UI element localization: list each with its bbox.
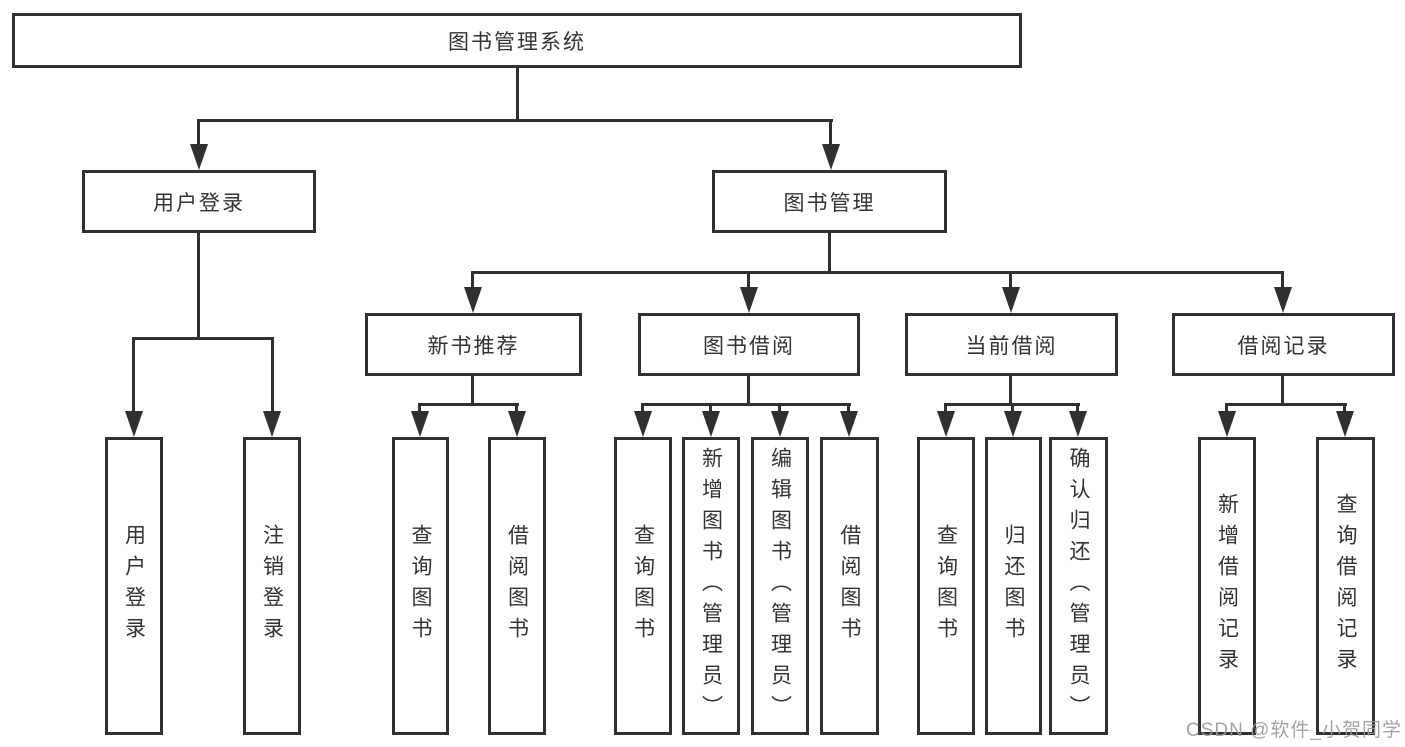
connector-vline (471, 376, 474, 406)
node-borrowing-records: 借阅记录 (1172, 313, 1395, 376)
leaf-query-books-current: 查询图书 (917, 437, 975, 735)
arrow-down-icon (411, 411, 429, 437)
connector-vline (1009, 376, 1012, 406)
leaf-add-books-admin: 新增图书（管理员） (682, 437, 740, 735)
leaf-label: 借阅图书 (505, 524, 529, 648)
node-label: 图书管理 (783, 191, 876, 215)
node-label: 用户登录 (153, 191, 245, 215)
leaf-borrow-books-recommend: 借阅图书 (488, 437, 546, 735)
arrow-down-icon (634, 411, 652, 437)
connector-hline (471, 271, 1284, 274)
arrow-down-icon (702, 411, 720, 437)
leaf-label: 归还图书 (1002, 524, 1025, 648)
connector-vline (197, 119, 200, 147)
leaf-label: 编辑图书（管理员） (768, 446, 792, 726)
connector-vline (197, 233, 200, 340)
connector-vline (1343, 403, 1346, 413)
leaf-return-books: 归还图书 (985, 437, 1042, 735)
leaf-edit-books-admin: 编辑图书（管理员） (751, 437, 809, 735)
node-label: 图书借阅 (703, 334, 795, 358)
leaf-label: 新增借阅记录 (1215, 493, 1239, 679)
arrow-down-icon (1004, 411, 1022, 437)
connector-vline (516, 68, 519, 122)
connector-hline (641, 403, 851, 406)
arrow-down-icon (771, 411, 789, 437)
connector-vline (709, 403, 712, 413)
arrow-down-icon (1069, 411, 1087, 437)
connector-vline (1281, 376, 1284, 406)
connector-vline (1225, 403, 1228, 413)
connector-vline (271, 337, 274, 413)
connector-vline (1076, 403, 1079, 413)
connector-vline (747, 376, 750, 406)
arrow-down-icon (937, 411, 955, 437)
csdn-watermark: CSDN @软件_小贺同学 (1186, 720, 1402, 741)
arrow-down-icon (1218, 411, 1236, 437)
node-label: 当前借阅 (965, 334, 1058, 358)
leaf-label: 查询图书 (934, 524, 958, 648)
leaf-label: 借阅图书 (838, 524, 861, 648)
arrow-down-icon (190, 144, 208, 170)
node-book-borrowing: 图书借阅 (638, 313, 860, 376)
arrow-down-icon (840, 411, 858, 437)
connector-vline (418, 403, 421, 413)
connector-vline (944, 403, 947, 413)
node-library-management-system: 图书管理系统 (12, 13, 1022, 68)
connector-vline (641, 403, 644, 413)
leaf-label: 用户登录 (122, 524, 146, 648)
node-label: 借阅记录 (1237, 334, 1330, 358)
arrow-down-icon (508, 411, 526, 437)
connector-vline (132, 337, 135, 413)
arrow-down-icon (1002, 287, 1020, 313)
connector-hline (418, 403, 519, 406)
leaf-label: 查询图书 (631, 524, 655, 648)
leaf-query-books-recommend: 查询图书 (392, 437, 449, 735)
node-new-book-recommend: 新书推荐 (365, 313, 582, 376)
connector-vline (471, 271, 474, 289)
arrow-down-icon (263, 411, 281, 437)
arrow-down-icon (125, 411, 143, 437)
leaf-label: 新增图书（管理员） (699, 446, 723, 726)
leaf-borrow-books: 借阅图书 (820, 437, 879, 735)
leaf-confirm-return-admin: 确认归还（管理员） (1049, 437, 1108, 735)
leaf-label: 查询图书 (409, 524, 432, 648)
arrow-down-icon (740, 287, 758, 313)
arrow-down-icon (1274, 287, 1292, 313)
connector-vline (847, 403, 850, 413)
connector-vline (747, 271, 750, 289)
leaf-label: 注销登录 (260, 524, 284, 648)
node-book-management: 图书管理 (712, 170, 947, 233)
node-user-login: 用户登录 (82, 170, 316, 233)
connector-hline (197, 119, 833, 122)
leaf-label: 确认归还（管理员） (1067, 446, 1090, 726)
arrow-down-icon (1336, 411, 1354, 437)
connector-hline (132, 337, 274, 340)
leaf-query-borrow-record: 查询借阅记录 (1316, 437, 1375, 735)
leaf-logout: 注销登录 (243, 437, 301, 735)
node-label: 新书推荐 (427, 334, 520, 358)
arrow-down-icon (822, 144, 840, 170)
connector-vline (515, 403, 518, 413)
connector-vline (829, 119, 832, 147)
connector-vline (1009, 271, 1012, 289)
connector-hline (1225, 403, 1347, 406)
node-label: 图书管理系统 (448, 30, 586, 54)
connector-vline (778, 403, 781, 413)
leaf-add-borrow-record: 新增借阅记录 (1198, 437, 1256, 735)
arrow-down-icon (464, 287, 482, 313)
connector-vline (1281, 271, 1284, 289)
connector-vline (1011, 403, 1014, 413)
connector-vline (828, 233, 831, 274)
leaf-query-books-borrow: 查询图书 (614, 437, 672, 735)
node-current-borrowing: 当前借阅 (905, 313, 1118, 376)
leaf-user-login: 用户登录 (105, 437, 163, 735)
leaf-label: 查询借阅记录 (1334, 493, 1357, 679)
